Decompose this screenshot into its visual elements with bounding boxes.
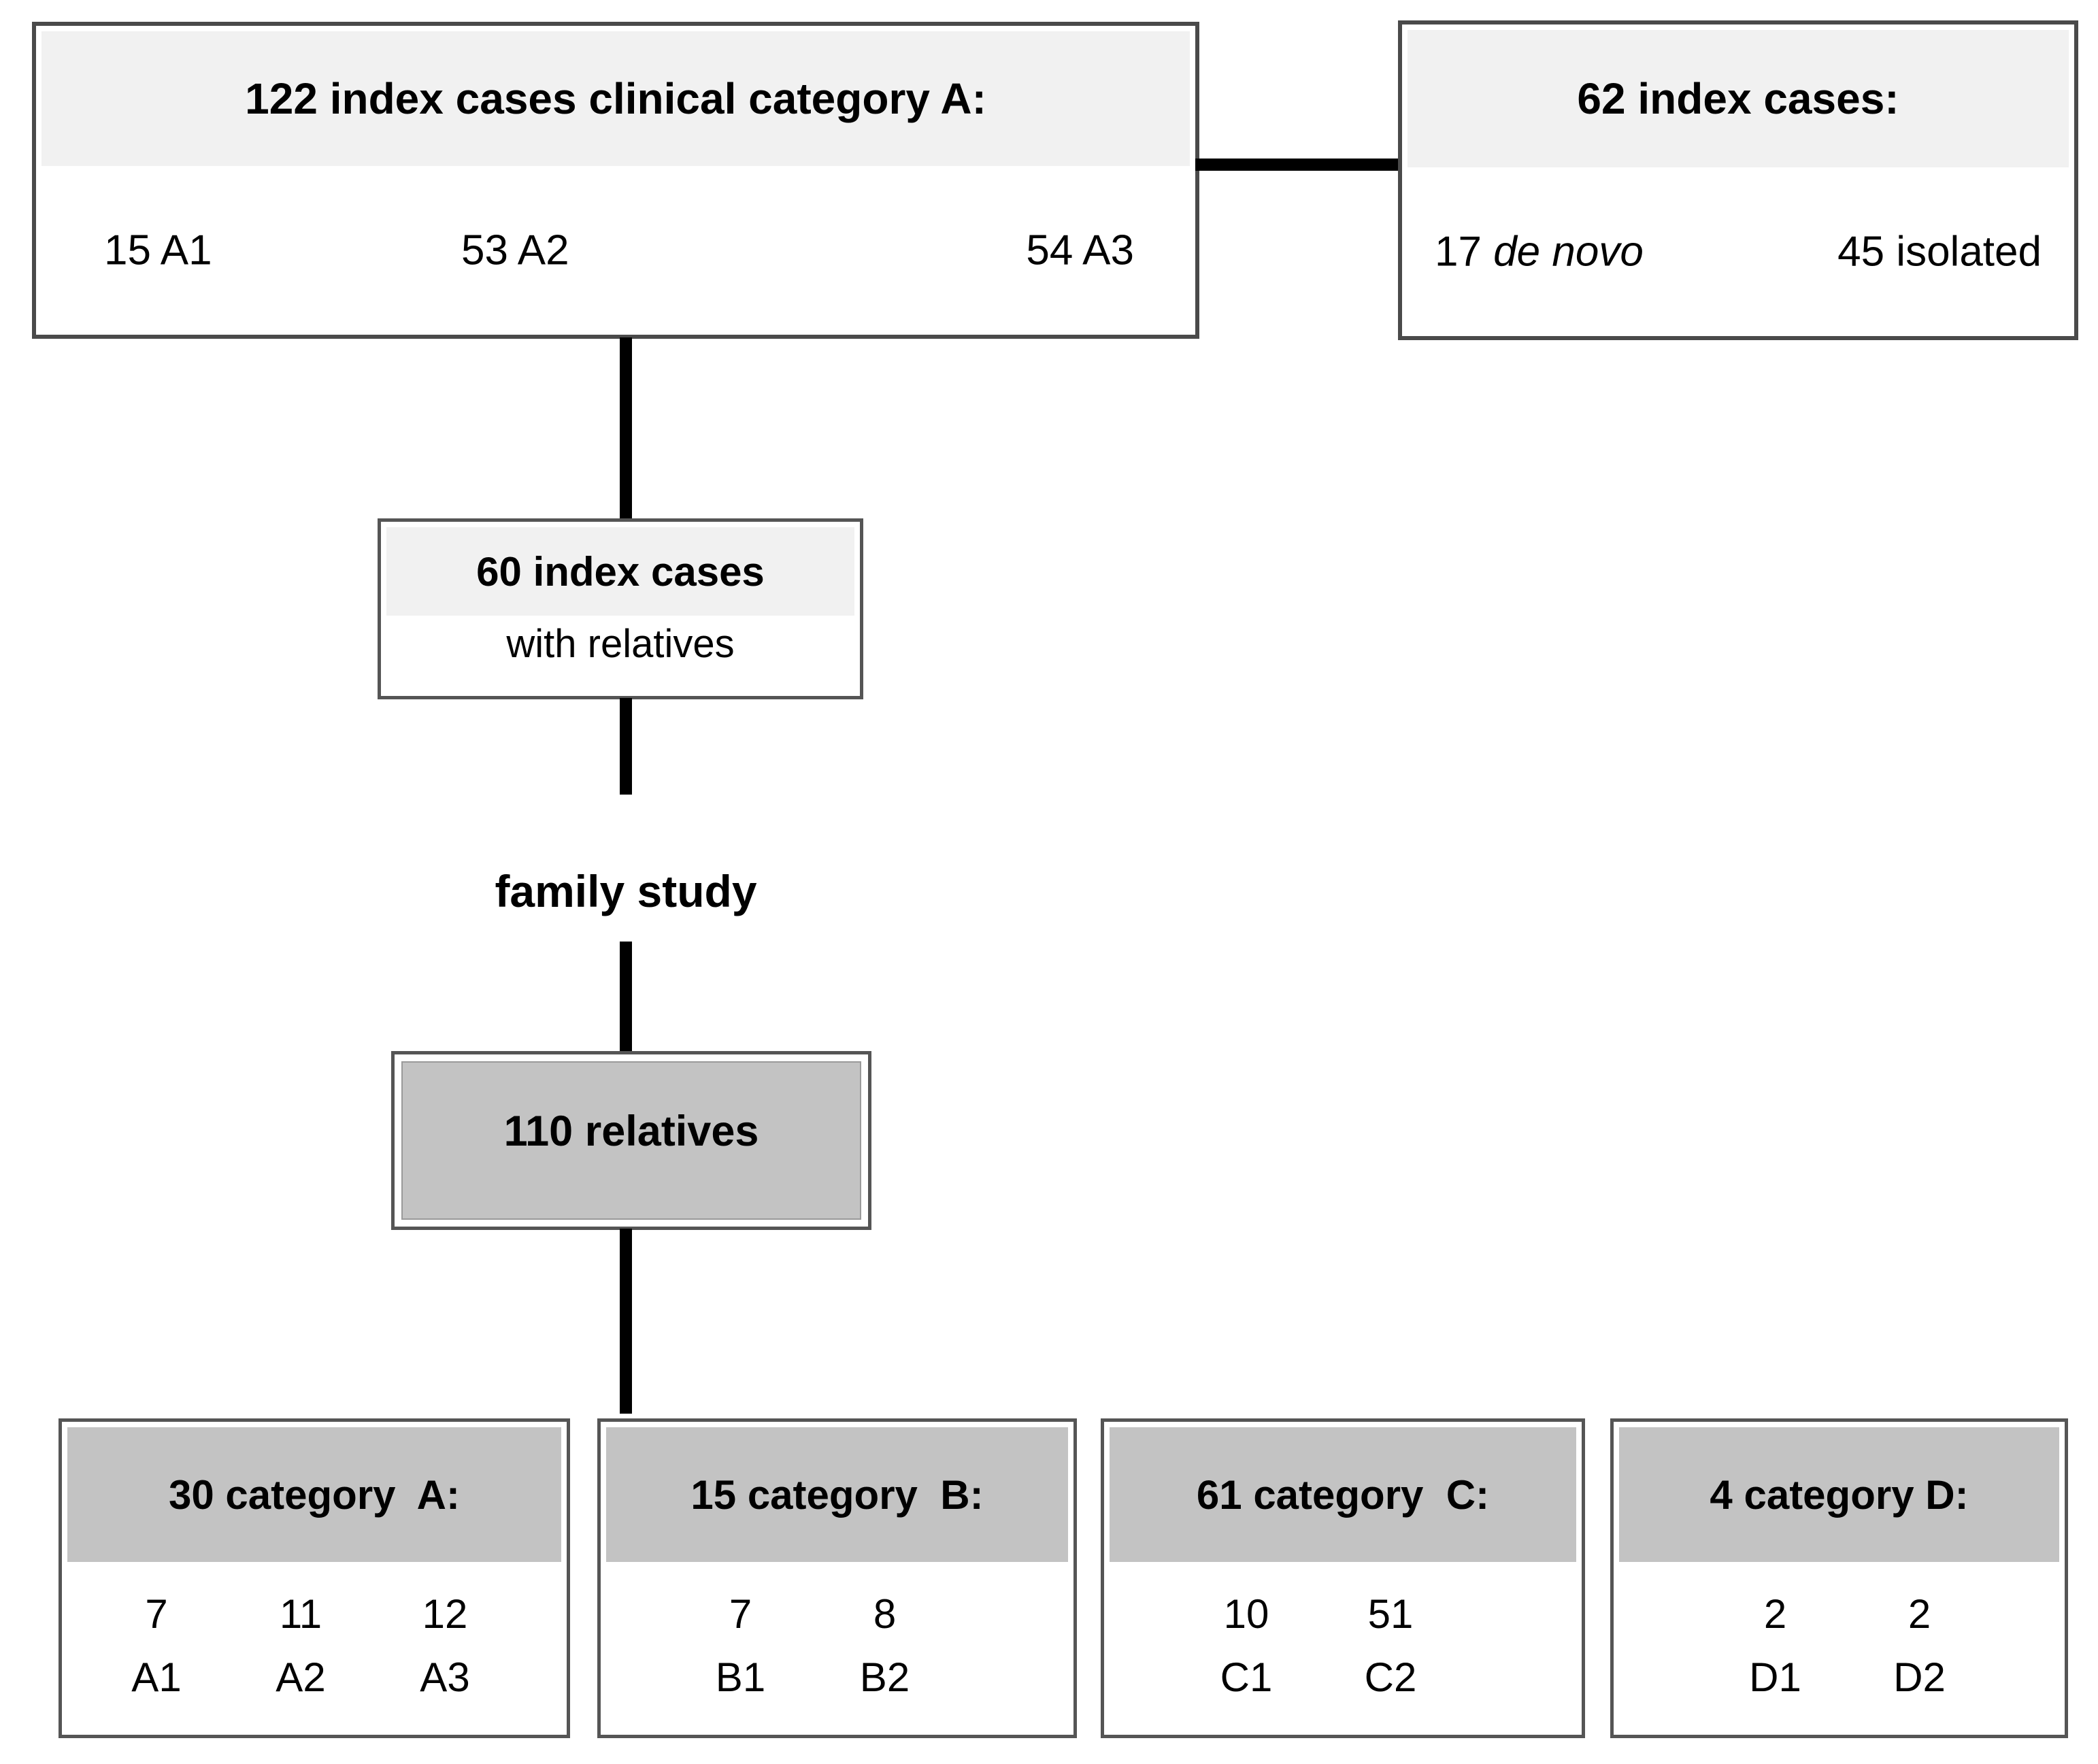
category-d-labels-row: D1 D2 — [1622, 1654, 2073, 1701]
category-a-title: 30 category A: — [169, 1471, 460, 1518]
category-d-numbers-row: 2 2 — [1622, 1591, 2073, 1637]
category-b-numbers-row: 7 8 — [576, 1591, 1049, 1637]
category-b-title: 15 category B: — [690, 1471, 984, 1518]
category-b-box: 15 category B: 7 8 B1 B2 — [597, 1418, 1077, 1738]
category-d-number: 2 — [1763, 1591, 1787, 1637]
index-cases-category-a-box: 122 index cases clinical category A: 15 … — [32, 22, 1199, 339]
family-study-label: family study — [495, 866, 757, 916]
vertical-line-3 — [620, 942, 632, 1051]
category-d-title: 4 category D: — [1710, 1471, 1969, 1518]
de-novo-label: de novo — [1493, 228, 1644, 276]
value-45-isolated: 45 isolated — [1837, 228, 2042, 276]
index-cases-62-box: 62 index cases: 17 de novo 45 isolated — [1398, 20, 2078, 340]
category-a-number: 7 — [145, 1591, 168, 1637]
category-a-label: A3 — [420, 1654, 470, 1700]
category-a-labels-row: A1 A2 A3 — [48, 1654, 553, 1701]
category-c-label: C2 — [1364, 1654, 1417, 1700]
category-b-header: 15 category B: — [606, 1427, 1068, 1562]
category-a-values: 7 11 12 A1 A2 A3 — [48, 1562, 553, 1735]
category-b-values: 7 8 B1 B2 — [576, 1562, 1049, 1735]
vertical-line-2 — [620, 698, 632, 795]
relatives-box: 110 relatives — [391, 1051, 871, 1230]
category-d-number: 2 — [1908, 1591, 1931, 1637]
de-novo-number: 17 — [1435, 228, 1494, 276]
category-d-label: D1 — [1749, 1654, 1801, 1700]
category-c-title: 61 category C: — [1196, 1471, 1490, 1518]
category-c-label: C1 — [1220, 1654, 1273, 1700]
vertical-line-1 — [620, 337, 632, 520]
category-a-numbers-row: 7 11 12 — [48, 1591, 553, 1637]
category-d-box: 4 category D: 2 2 D1 D2 — [1610, 1418, 2068, 1738]
index-cases-with-relatives-subtitle: with relatives — [506, 622, 735, 666]
category-c-box: 61 category C: 10 51 C1 C2 — [1101, 1418, 1585, 1738]
index-cases-category-a-title: 122 index cases clinical category A: — [245, 74, 986, 123]
category-a-box: 30 category A: 7 11 12 A1 A2 A3 — [59, 1418, 570, 1738]
value-15-a1: 15 A1 — [104, 227, 212, 274]
index-cases-with-relatives-box: 60 index cases with relatives — [378, 518, 863, 699]
category-c-header: 61 category C: — [1110, 1427, 1576, 1562]
value-17-de-novo: 17 de novo — [1435, 228, 1644, 276]
index-cases-62-values: 17 de novo 45 isolated — [1402, 167, 2074, 336]
category-a-number: 11 — [279, 1591, 322, 1637]
category-c-number: 51 — [1367, 1591, 1414, 1637]
index-cases-with-relatives-title: 60 index cases — [476, 548, 765, 595]
index-cases-62-title: 62 index cases: — [1577, 74, 1899, 123]
category-a-number: 12 — [422, 1591, 468, 1637]
category-d-values: 2 2 D1 D2 — [1622, 1562, 2073, 1735]
category-c-labels-row: C1 C2 — [1080, 1654, 1557, 1701]
value-53-a2: 53 A2 — [461, 227, 569, 274]
vertical-line-4 — [620, 1229, 632, 1414]
category-c-values: 10 51 C1 C2 — [1080, 1562, 1557, 1735]
category-c-numbers-row: 10 51 — [1080, 1591, 1557, 1637]
index-cases-category-a-values: 15 A1 53 A2 54 A3 — [36, 166, 1195, 335]
index-cases-category-a-header: 122 index cases clinical category A: — [41, 31, 1190, 166]
category-b-label: B2 — [859, 1654, 910, 1700]
category-b-label: B1 — [715, 1654, 766, 1700]
index-cases-with-relatives-header: 60 index cases — [386, 527, 854, 616]
category-d-label: D2 — [1893, 1654, 1946, 1700]
value-54-a3: 54 A3 — [1026, 227, 1134, 274]
category-d-header: 4 category D: — [1619, 1427, 2059, 1562]
relatives-box-title: 110 relatives — [503, 1107, 759, 1155]
category-b-number: 8 — [873, 1591, 897, 1637]
category-a-header: 30 category A: — [67, 1427, 561, 1562]
category-c-number: 10 — [1223, 1591, 1269, 1637]
category-b-labels-row: B1 B2 — [576, 1654, 1049, 1701]
horizontal-connector-line — [1195, 159, 1399, 171]
category-a-label: A1 — [131, 1654, 182, 1700]
category-b-number: 7 — [729, 1591, 752, 1637]
relatives-box-inner: 110 relatives — [401, 1061, 861, 1220]
category-a-label: A2 — [276, 1654, 326, 1700]
index-cases-62-header: 62 index cases: — [1408, 30, 2069, 167]
